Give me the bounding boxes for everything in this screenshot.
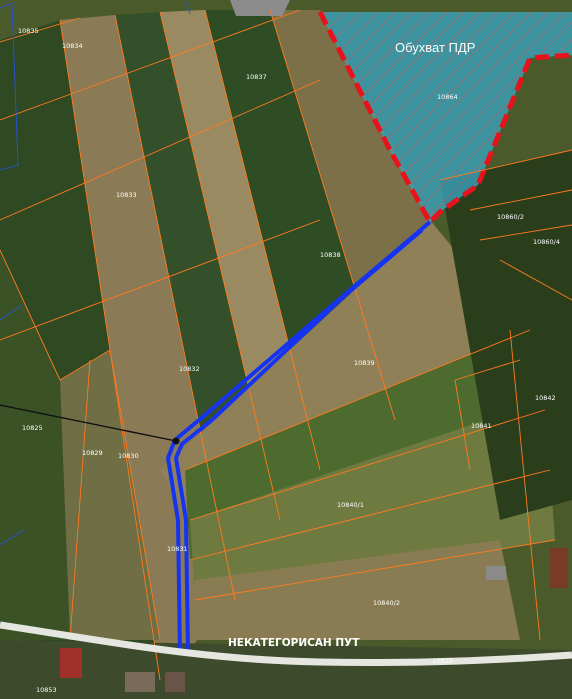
legend-frame (0, 0, 191, 546)
parcel-label-10860-2: 10860/2 (497, 213, 524, 221)
parcel-label-10841: 10841 (471, 422, 492, 430)
pdr-zone-hatch (320, 12, 572, 222)
parcel-label-10838: 10838 (320, 251, 341, 259)
parcel-label-10831: 10831 (167, 545, 188, 553)
parcel-label-10864: 10864 (437, 93, 458, 101)
inset-marker (230, 0, 290, 16)
unclassified-road: НЕКАТЕГОРИСАН ПУТ (0, 621, 572, 667)
parcel-label-10853: 10853 (36, 686, 57, 694)
parcel-label-10832: 10832 (179, 365, 200, 373)
parcel-label-10829: 10829 (82, 449, 103, 457)
parcel-label-10825: 10825 (22, 424, 43, 432)
parcel-label-10840-1: 10840/1 (337, 501, 364, 509)
pdr-zone[interactable]: Обухват ПДР (317, 10, 572, 227)
parcel-labels: 10835 10834 10837 10864 10833 10838 1086… (18, 27, 560, 694)
pdr-zone-label: Обухват ПДР (395, 40, 475, 55)
callout-pointer (0, 404, 180, 445)
buildings (60, 548, 568, 692)
parcel-label-10842: 10842 (535, 394, 556, 402)
road-label: НЕКАТЕГОРИСАН ПУТ (228, 637, 360, 649)
parcel-label-road-no: 10929 (432, 657, 453, 665)
parcel-label-10833: 10833 (116, 191, 137, 199)
parcel-label-10839: 10839 (354, 359, 375, 367)
parcel-label-10837: 10837 (246, 73, 267, 81)
pdr-zone-border (317, 10, 572, 227)
parcel-label-10860-4: 10860/4 (533, 238, 560, 246)
parcel-label-10835: 10835 (18, 27, 39, 35)
parcel-label-10840-2: 10840/2 (373, 599, 400, 607)
parcel-label-10834: 10834 (62, 42, 83, 50)
parcel-boundaries (0, 9, 572, 681)
field-strips (0, 10, 572, 699)
parcel-label-10830: 10830 (118, 452, 139, 460)
